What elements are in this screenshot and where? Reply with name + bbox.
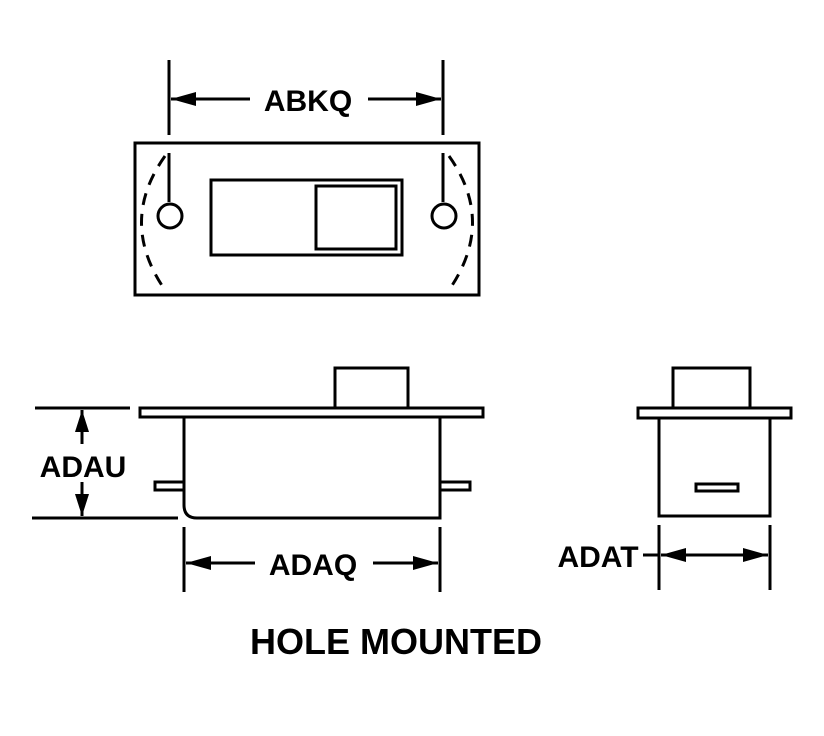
dashed-arc xyxy=(140,155,167,291)
dimension-label-adau: ADAU xyxy=(40,451,127,484)
mounting-hole xyxy=(430,202,458,230)
actuator xyxy=(671,366,752,410)
dashed-arc xyxy=(447,155,474,291)
mounting-hole xyxy=(156,202,184,230)
flange xyxy=(138,406,485,419)
top-plate-outline xyxy=(133,141,481,297)
dimension-label-abkq: ABKQ xyxy=(264,85,352,118)
adaq-dimension-line xyxy=(186,556,438,570)
adau-dimension-line xyxy=(75,410,89,516)
switch-actuator xyxy=(314,184,398,251)
adat-dimension-line xyxy=(643,548,768,562)
terminal-tab xyxy=(153,480,186,492)
abkq-dimension-line xyxy=(171,92,441,106)
actuator xyxy=(333,366,410,410)
side-view: ADAU ADAQ xyxy=(32,366,485,592)
body xyxy=(657,416,772,518)
switch-slot xyxy=(209,178,404,257)
dimension-label-adaq: ADAQ xyxy=(269,549,357,582)
end-view: ADAT xyxy=(557,366,793,590)
top-view: ABKQ xyxy=(133,60,481,297)
drawing-title: HOLE MOUNTED xyxy=(250,621,542,662)
terminal-tab xyxy=(438,480,472,492)
body xyxy=(182,417,442,520)
terminal-slot xyxy=(694,482,740,493)
dimension-label-adat: ADAT xyxy=(557,541,638,574)
